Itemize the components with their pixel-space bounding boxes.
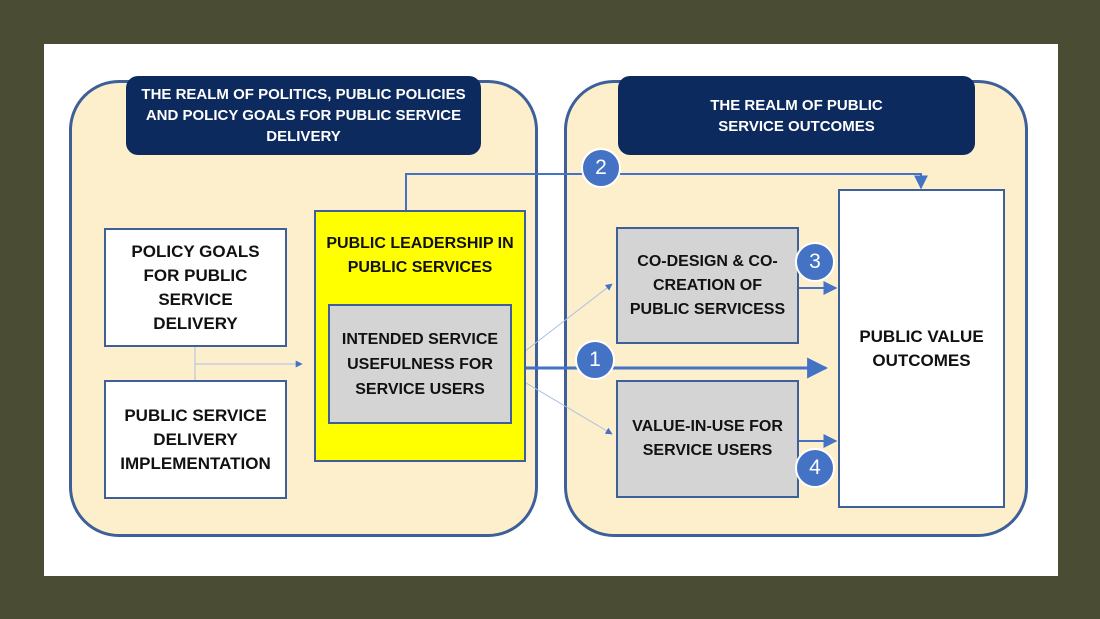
public-value-outcomes-box: PUBLIC VALUE OUTCOMES — [838, 189, 1005, 508]
politics-realm-header: THE REALM OF POLITICS, PUBLIC POLICIES A… — [126, 76, 481, 155]
arrow-2 — [405, 173, 928, 211]
badge-1: 1 — [575, 340, 615, 380]
public-leadership-label: PUBLIC LEADERSHIP IN PUBLIC SERVICES — [326, 235, 514, 276]
arrow-to-value-in-use — [510, 373, 613, 435]
outcomes-realm-header: THE REALM OF PUBLIC SERVICE OUTCOMES — [618, 76, 975, 155]
diagram-canvas: THE REALM OF POLITICS, PUBLIC POLICIES A… — [44, 44, 1058, 576]
badge-3: 3 — [795, 242, 835, 282]
implementation-box: PUBLIC SERVICE DELIVERY IMPLEMENTATION — [104, 380, 287, 499]
connectors — [194, 173, 928, 448]
co-design-box: CO-DESIGN & CO-CREATION OF PUBLIC SERVIC… — [616, 227, 799, 344]
intended-usefulness-box: INTENDED SERVICE USEFULNESS FOR SERVICE … — [328, 304, 512, 424]
arrow-to-co-design — [510, 283, 613, 363]
value-in-use-box: VALUE-IN-USE FOR SERVICE USERS — [616, 380, 799, 498]
policy-goals-box: POLICY GOALS FOR PUBLIC SERVICE DELIVERY — [104, 228, 287, 347]
badge-4: 4 — [795, 448, 835, 488]
badge-2: 2 — [581, 148, 621, 188]
